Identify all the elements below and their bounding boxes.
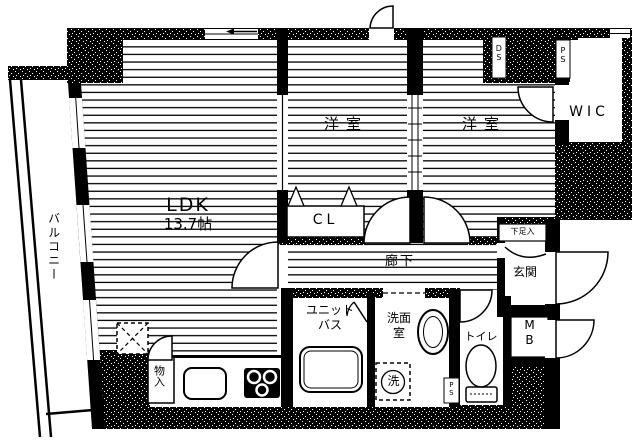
duct-space-label: DS	[494, 44, 504, 62]
storage-label: 物入	[152, 365, 166, 387]
bathtub	[299, 346, 363, 393]
pipe-space-small-box	[443, 377, 460, 404]
storage-door-arc	[147, 335, 173, 361]
meter-box-label-2: B	[525, 333, 534, 347]
balcony-label: バルコニー	[46, 212, 61, 282]
ldk-door-arc	[231, 241, 279, 289]
shoe-cabinet-box	[498, 223, 547, 242]
pipe-space-label: PS	[558, 46, 568, 64]
balcony-railing	[19, 79, 53, 438]
washroom-label-2: 室	[392, 326, 405, 340]
closet-label: CL	[312, 212, 339, 228]
unit-bath-label-2: バス	[317, 318, 342, 332]
wic-label: WIC	[569, 104, 609, 120]
toilet-label: トイレ	[464, 330, 498, 343]
bedroom-left-door-arc	[363, 196, 411, 244]
ldk-area-label: 13.7帖	[163, 215, 213, 233]
toilet-door-arc	[459, 289, 493, 323]
balcony-railing	[8, 79, 42, 438]
closet-door-mark	[340, 185, 358, 207]
washer-label: 洗	[387, 374, 400, 388]
door-arcs	[147, 5, 609, 361]
partition-panels	[277, 95, 423, 190]
unit-bath-label-1: ユニット	[305, 303, 354, 317]
storage-box	[147, 356, 175, 404]
fixtures	[116, 185, 547, 403]
stove	[244, 368, 280, 398]
top-door-arc	[369, 5, 394, 29]
ldk-label: LDK	[166, 194, 210, 216]
entrance-label: 玄関	[512, 265, 537, 279]
windows	[69, 28, 630, 361]
bedroom-left-label: 洋室	[323, 115, 368, 133]
pipe-space-small-label: PS	[447, 381, 456, 397]
shoe-cabinet-label: 下足入	[510, 227, 535, 236]
bedroom-right-door-arc	[423, 196, 471, 244]
wash-basin	[417, 309, 449, 355]
hallway-label: 廊下	[384, 254, 415, 269]
wic-door-arc	[517, 86, 554, 123]
meter-box-door-arc	[555, 319, 595, 359]
closet-box	[286, 205, 365, 238]
meter-box-label-1: M	[524, 318, 535, 332]
closet-door-mark	[287, 185, 305, 207]
balcony-structure	[8, 66, 94, 438]
meter-box	[510, 316, 549, 358]
bath-door-leaf	[353, 301, 368, 323]
entrance-door-arc	[555, 251, 609, 305]
pipe-space-box	[555, 39, 571, 79]
toilet-bowl	[465, 344, 497, 388]
duct-space-box	[491, 36, 507, 79]
entrance-step-line	[504, 246, 547, 258]
bedroom-right-label: 洋室	[461, 115, 506, 133]
kitchen-sink	[183, 367, 227, 400]
washroom-label-1: 洗面	[386, 311, 411, 325]
